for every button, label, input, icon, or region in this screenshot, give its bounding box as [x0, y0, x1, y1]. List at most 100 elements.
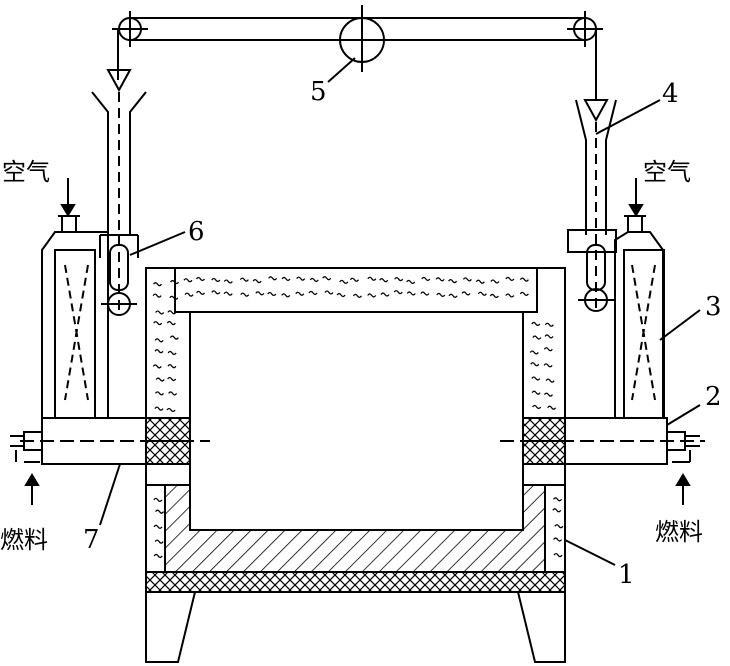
- fiber-mark: [406, 279, 416, 285]
- fiber-mark: [406, 291, 416, 296]
- lift-rod-right: [567, 99, 617, 312]
- fiber-mark: [532, 335, 542, 340]
- fiber-mark: [379, 278, 389, 283]
- fiber-mark: [154, 539, 164, 544]
- fiber-mark: [154, 406, 164, 411]
- fiber-mark: [281, 293, 291, 298]
- furnace-legs: [145, 591, 566, 663]
- fiber-mark: [421, 276, 431, 282]
- furnace-body: [145, 267, 566, 593]
- fiber-mark: [519, 291, 529, 297]
- fiber-mark: [380, 292, 390, 297]
- fiber-mark: [166, 320, 176, 326]
- fiber-mark: [336, 292, 346, 298]
- fiber-mark: [531, 321, 541, 327]
- fiber-mark: [195, 276, 206, 282]
- fiber-mark: [153, 321, 163, 326]
- fiber-mark: [553, 552, 563, 558]
- fiber-mark: [531, 390, 541, 395]
- label-fuel-left: 燃料: [0, 526, 48, 554]
- label-4: 4: [662, 79, 679, 109]
- air-arrow-left: [60, 178, 76, 217]
- fiber-mark: [183, 278, 193, 283]
- fiber-mark: [505, 293, 515, 298]
- fiber-mark: [367, 276, 377, 281]
- fuel-arrow-right: [675, 473, 691, 505]
- fiber-mark: [153, 524, 163, 529]
- fiber-mark: [281, 276, 291, 282]
- fiber-mark: [543, 363, 553, 368]
- leader-lines: [99, 99, 701, 566]
- lift-rod-left: [91, 69, 147, 316]
- fiber-mark: [436, 292, 446, 298]
- fiber-mark: [167, 310, 177, 315]
- fiber-mark: [155, 310, 165, 315]
- pulley-right: [567, 11, 603, 47]
- fiber-mark: [543, 347, 553, 352]
- fiber-mark: [196, 290, 206, 296]
- fiber-mark: [394, 276, 404, 282]
- burner-left: [10, 417, 210, 465]
- lift-chain: [117, 17, 597, 100]
- fiber-mark: [211, 290, 221, 295]
- fiber-mark: [490, 279, 500, 284]
- winch-drum: [325, 5, 400, 83]
- recuperator-left: [41, 215, 109, 419]
- label-1: 1: [618, 560, 635, 590]
- fiber-mark: [308, 290, 318, 296]
- fiber-mark: [169, 295, 179, 300]
- fiber-mark: [296, 276, 306, 281]
- fiber-mark: [255, 291, 265, 296]
- fiber-mark: [461, 291, 471, 296]
- fiber-mark: [152, 364, 162, 369]
- fiber-mark: [349, 277, 360, 282]
- fiber-mark: [168, 391, 178, 396]
- fiber-mark: [477, 291, 487, 296]
- fiber-mark: [435, 277, 445, 282]
- fiber-mark: [475, 279, 485, 284]
- fiber-mark: [223, 279, 233, 284]
- fiber-mark: [211, 277, 221, 283]
- fiber-insulation: [152, 276, 564, 559]
- fiber-mark: [554, 524, 564, 529]
- fiber-mark: [170, 279, 180, 285]
- fiber-mark: [553, 497, 563, 502]
- fiber-mark: [543, 392, 554, 397]
- fiber-mark: [462, 277, 472, 282]
- fiber-mark: [544, 334, 554, 339]
- fiber-mark: [393, 289, 403, 295]
- label-7: 7: [83, 525, 100, 555]
- fiber-mark: [529, 350, 539, 355]
- label-6: 6: [188, 217, 205, 247]
- fiber-mark: [552, 508, 562, 513]
- fiber-mark: [268, 276, 278, 281]
- fiber-mark: [239, 277, 249, 282]
- fiber-mark: [519, 277, 529, 282]
- fiber-mark: [154, 349, 164, 354]
- recuperator-right: [614, 215, 665, 419]
- fiber-mark: [489, 293, 499, 299]
- label-air-right: 空气: [643, 158, 691, 186]
- fiber-mark: [339, 279, 349, 285]
- fiber-mark: [240, 292, 250, 297]
- fiber-mark: [324, 290, 334, 295]
- fiber-mark: [252, 278, 262, 284]
- label-air-left: 空气: [2, 158, 50, 186]
- fiber-mark: [167, 364, 177, 369]
- fiber-mark: [152, 282, 163, 287]
- labels: 空气 空气 燃料 燃料 1 2 3 4 5 6 7: [0, 77, 722, 590]
- fiber-mark: [166, 407, 176, 413]
- fiber-mark: [420, 291, 430, 296]
- fiber-mark: [167, 350, 177, 356]
- pulley-left: [112, 11, 148, 47]
- fiber-mark: [448, 278, 458, 284]
- fiber-mark: [367, 293, 377, 298]
- fiber-mark: [155, 509, 165, 514]
- fiber-mark: [295, 291, 305, 296]
- fiber-mark: [155, 377, 165, 382]
- fiber-mark: [152, 293, 162, 298]
- fiber-mark: [153, 497, 163, 503]
- fiber-mark: [531, 376, 541, 381]
